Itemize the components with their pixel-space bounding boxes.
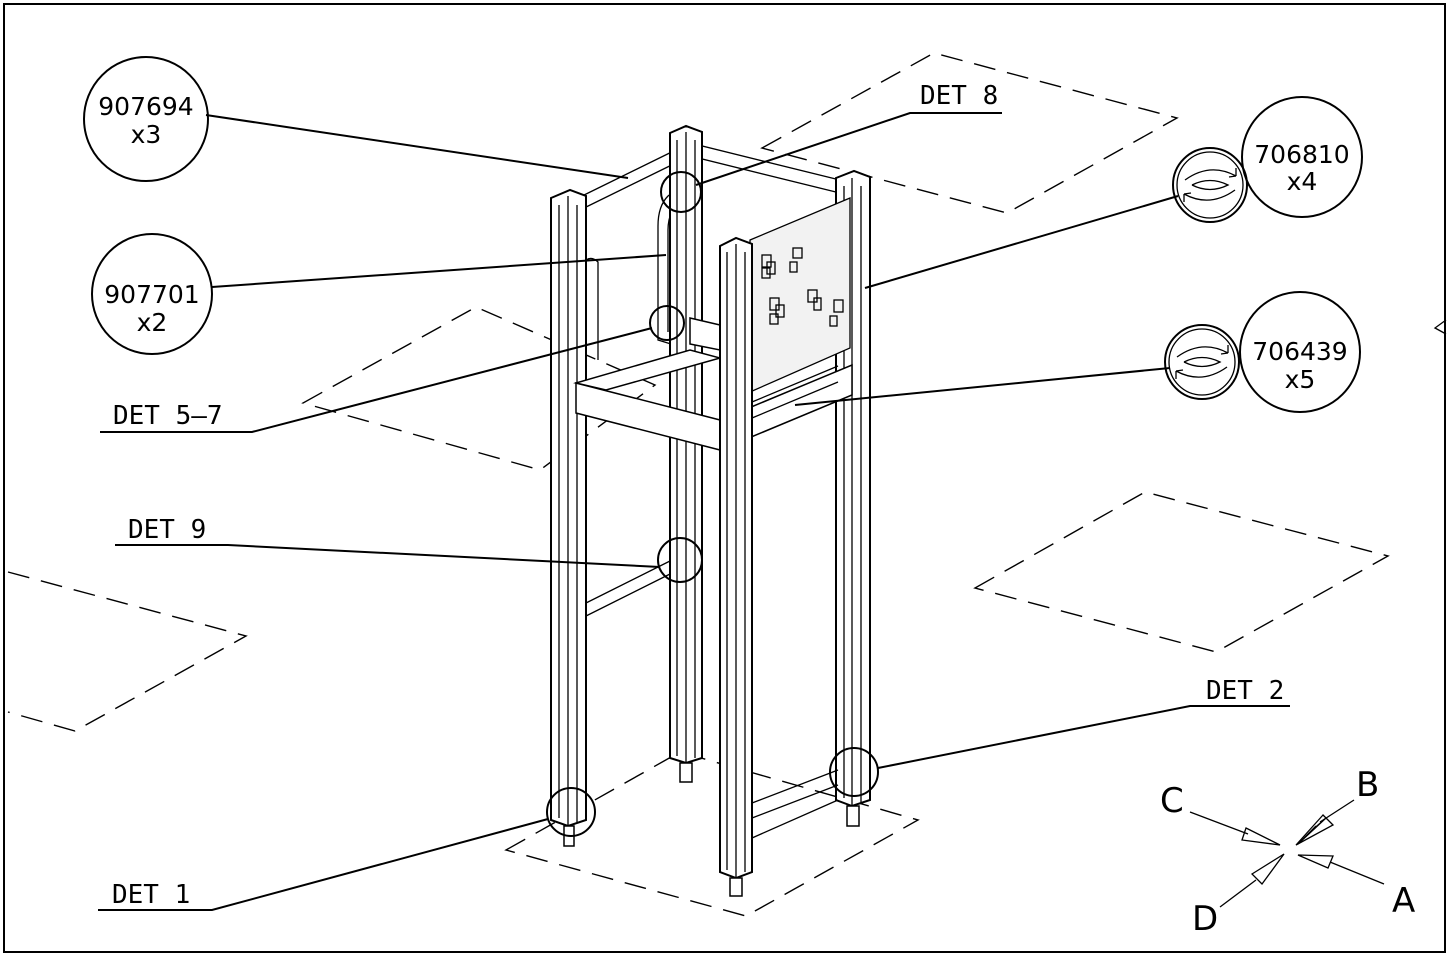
det2-label: DET 2 <box>1206 676 1284 706</box>
dashed-outlines <box>7 52 1447 917</box>
det1-circle <box>546 787 596 837</box>
det8-circle <box>660 171 702 213</box>
balloon-907701: 907701 x2 <box>91 233 213 355</box>
leader-lines <box>98 112 1290 911</box>
cross-beams <box>573 317 853 839</box>
back-left-post <box>550 188 587 847</box>
part-qty-907694: x3 <box>131 120 162 149</box>
part-number-706810: 706810 <box>1254 140 1349 169</box>
part-qty-907701: x2 <box>137 308 168 337</box>
det9-label: DET 9 <box>128 515 206 545</box>
part-number-706439: 706439 <box>1252 337 1347 366</box>
drawing-border <box>3 3 1446 953</box>
balloon-706810: 706810 x4 <box>1241 96 1363 218</box>
fastener-icon-706439 <box>1164 324 1240 400</box>
det5-7-label: DET 5–7 <box>113 401 223 431</box>
part-number-907701: 907701 <box>104 280 199 309</box>
front-post <box>719 236 753 897</box>
det1-label: DET 1 <box>112 880 190 910</box>
balloon-907694: 907694 x3 <box>83 56 209 182</box>
det5-7-circle <box>649 305 685 341</box>
fastener-icon-706810 <box>1172 147 1248 223</box>
part-number-907694: 907694 <box>98 92 193 121</box>
view-c-label: C <box>1160 781 1184 821</box>
part-qty-706439: x5 <box>1285 365 1316 394</box>
detail-circles <box>546 171 879 837</box>
view-a-label: A <box>1392 881 1415 921</box>
det9-circle <box>657 537 703 583</box>
side-panel <box>749 197 851 393</box>
balloon-706439: 706439 x5 <box>1239 291 1361 413</box>
det8-label: DET 8 <box>920 81 998 111</box>
view-direction-indicator: C B A D <box>1160 765 1415 939</box>
view-b-label: B <box>1356 765 1379 805</box>
back-center-post <box>669 124 703 783</box>
det2-circle <box>829 747 879 797</box>
view-d-label: D <box>1192 899 1218 939</box>
part-qty-706810: x4 <box>1287 167 1318 196</box>
